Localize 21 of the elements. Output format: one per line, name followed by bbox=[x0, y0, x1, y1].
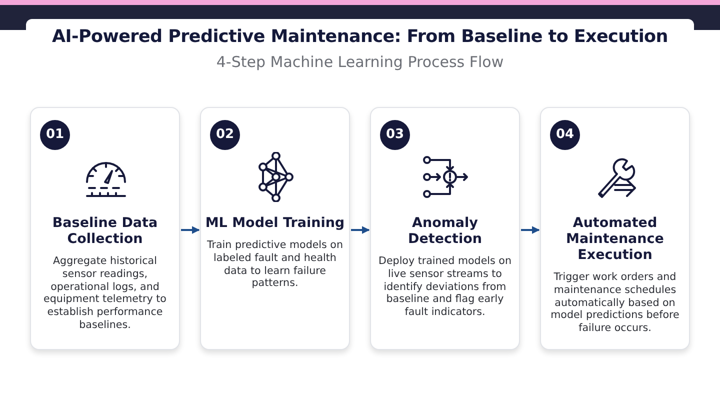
subtitle: 4-Step Machine Learning Process Flow bbox=[215, 53, 505, 71]
step-number-badge: 01 bbox=[40, 120, 70, 150]
step-card bbox=[30, 107, 180, 350]
step-heading: ML Model Training bbox=[205, 215, 345, 231]
step-number-badge: 04 bbox=[550, 120, 580, 150]
step-heading: Automated Maintenance Execution bbox=[565, 215, 665, 263]
step-description: Trigger work orders and maintenance schedules automatically based on model predictions before failure occurs. bbox=[550, 271, 680, 335]
step-description: Train predictive models on labeled fault and health data to learn failure patterns. bbox=[206, 239, 344, 290]
arrow bbox=[521, 226, 540, 234]
step-card bbox=[200, 107, 350, 350]
step-description: Deploy trained models on live sensor streams to identify deviations from baseline and flag early fault indicators. bbox=[378, 255, 512, 319]
arrow bbox=[181, 226, 200, 234]
step-card bbox=[540, 107, 690, 350]
step-number-badge: 03 bbox=[380, 120, 410, 150]
arrow bbox=[351, 226, 370, 234]
step-description: Aggregate historical sensor readings, operational logs, and equipment telemetry to establish performance baselines. bbox=[42, 255, 168, 332]
step-heading: Baseline Data Collection bbox=[51, 215, 159, 247]
step-number-badge: 02 bbox=[210, 120, 240, 150]
step-card bbox=[370, 107, 520, 350]
title: AI-Powered Predictive Maintenance: From Baseline to Execution bbox=[51, 27, 669, 47]
step-heading: Anomaly Detection bbox=[407, 215, 483, 247]
